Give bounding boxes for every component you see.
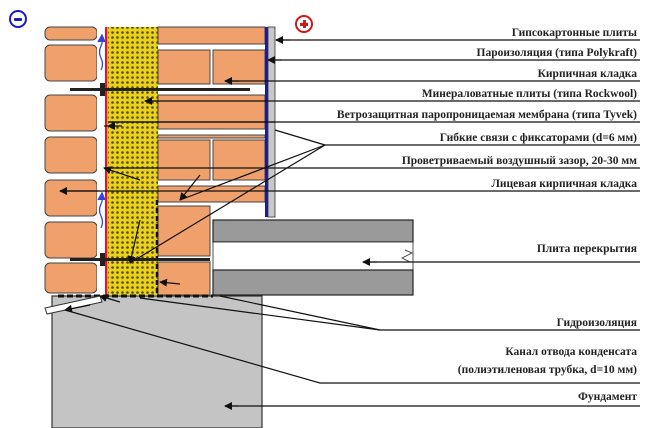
inner-brick bbox=[212, 49, 266, 85]
inner-brick bbox=[157, 261, 211, 296]
inner-brick bbox=[212, 139, 266, 181]
inner-brick bbox=[157, 134, 266, 139]
plus-sign-icon bbox=[295, 15, 313, 33]
label-flexible-ties: Гибкие связи с фиксаторами (d=6 мм) bbox=[440, 132, 637, 144]
label-floor-slab: Плита перекрытия bbox=[537, 243, 637, 255]
facing-brick bbox=[44, 94, 98, 132]
mineral-wool-insulation bbox=[108, 27, 158, 295]
leader-diagonal bbox=[64, 309, 321, 384]
label-foundation: Фундамент bbox=[578, 391, 637, 403]
label-wind-membrane: Ветрозащитная паропроницаемая мембрана (… bbox=[337, 109, 637, 121]
label-facing-brick: Лицевая кирпичная кладка bbox=[491, 178, 637, 190]
leader-diagonal bbox=[274, 129, 326, 146]
flexible-ties bbox=[70, 83, 250, 266]
inner-brick bbox=[157, 26, 266, 45]
facing-brick bbox=[44, 179, 98, 217]
facing-brick bbox=[44, 136, 98, 174]
inner-brick bbox=[157, 139, 211, 181]
label-condensate-drain-1: Канал отвода конденсата bbox=[505, 346, 637, 358]
label-mineral-wool: Минераловатные плиты (типа Rockwool) bbox=[422, 88, 637, 100]
leader-arrow bbox=[99, 294, 121, 303]
facing-brick bbox=[44, 262, 98, 294]
leader-arrow bbox=[64, 304, 91, 313]
floor-slab bbox=[212, 219, 414, 296]
leader-diagonal bbox=[219, 295, 381, 331]
leader-lines bbox=[59, 36, 640, 410]
leader-diagonal bbox=[139, 297, 381, 331]
condensate-drain-tube bbox=[44, 295, 103, 315]
inner-brick bbox=[157, 94, 266, 130]
facing-brick bbox=[44, 221, 98, 259]
airflow-arrows bbox=[97, 33, 106, 229]
leader-arrow bbox=[103, 166, 141, 181]
label-brickwork: Кирпичная кладка bbox=[538, 68, 638, 80]
leader-diagonal bbox=[129, 144, 326, 264]
inner-brick bbox=[157, 205, 211, 257]
air-gap bbox=[97, 27, 107, 295]
minus-sign-icon bbox=[9, 10, 27, 28]
leader-arrow bbox=[159, 278, 181, 287]
label-vapor-barrier: Пароизоляция (типа Polykraft) bbox=[477, 47, 638, 59]
inner-brick bbox=[157, 49, 211, 85]
facing-brick-wall bbox=[44, 26, 98, 294]
leader-arrow bbox=[127, 219, 141, 264]
label-air-gap: Проветриваемый воздушный зазор, 20-30 мм bbox=[402, 155, 637, 167]
label-drywall: Гипсокартонные плиты bbox=[512, 27, 637, 39]
facing-brick bbox=[44, 44, 98, 82]
facing-brick bbox=[44, 26, 98, 41]
label-waterproofing: Гидроизоляция bbox=[557, 317, 637, 329]
leader-arrow bbox=[179, 174, 201, 201]
wind-membrane bbox=[105, 27, 108, 295]
label-condensate-drain-2: (полиэтиленовая трубка, d=10 мм) bbox=[458, 364, 637, 376]
